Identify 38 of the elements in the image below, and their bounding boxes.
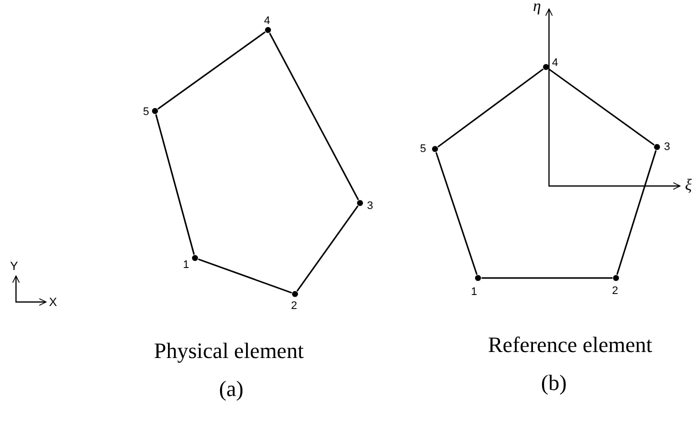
vertex-number: 3 bbox=[664, 141, 670, 153]
polygon-side bbox=[268, 32, 360, 200]
vertex-number: 4 bbox=[264, 15, 270, 27]
vertex-number: 1 bbox=[183, 259, 190, 271]
vertex-number: 3 bbox=[367, 200, 374, 212]
polygon-side bbox=[482, 277, 612, 279]
vertex-dot bbox=[152, 108, 158, 114]
axis-label: X bbox=[49, 296, 58, 308]
caption: Physical element bbox=[154, 340, 304, 362]
polygon-side bbox=[296, 205, 359, 292]
vertex-dot bbox=[432, 146, 438, 152]
polygon-side bbox=[157, 31, 266, 110]
polygon-side bbox=[198, 258, 292, 294]
vertex-number: 4 bbox=[552, 57, 558, 69]
vertex-dot bbox=[654, 144, 660, 150]
vertex-number: 2 bbox=[291, 300, 298, 312]
axis-label: ξ bbox=[685, 178, 692, 194]
polygon-side bbox=[435, 152, 478, 275]
subfigure-label: (b) bbox=[541, 372, 567, 394]
vertex-dot bbox=[265, 27, 271, 33]
caption: Reference element bbox=[488, 334, 652, 356]
polygon-side bbox=[548, 68, 655, 146]
vertex-dot bbox=[192, 255, 198, 261]
vertex-number: 1 bbox=[471, 286, 478, 298]
vertex-dot bbox=[613, 275, 619, 281]
vertex-dot bbox=[475, 275, 481, 281]
axis-label: Y bbox=[10, 260, 18, 272]
axis-label: η bbox=[533, 0, 541, 15]
subfigure-label: (a) bbox=[219, 378, 244, 400]
polygon-side bbox=[616, 150, 657, 275]
vertex-number: 5 bbox=[143, 106, 150, 118]
polygon-side bbox=[155, 114, 195, 255]
vertex-number: 5 bbox=[420, 143, 426, 155]
vertex-dot bbox=[543, 64, 549, 70]
polygon-side bbox=[437, 68, 544, 148]
vertex-dot bbox=[292, 291, 298, 297]
vertex-dot bbox=[357, 200, 363, 206]
vertex-number: 2 bbox=[612, 285, 618, 297]
